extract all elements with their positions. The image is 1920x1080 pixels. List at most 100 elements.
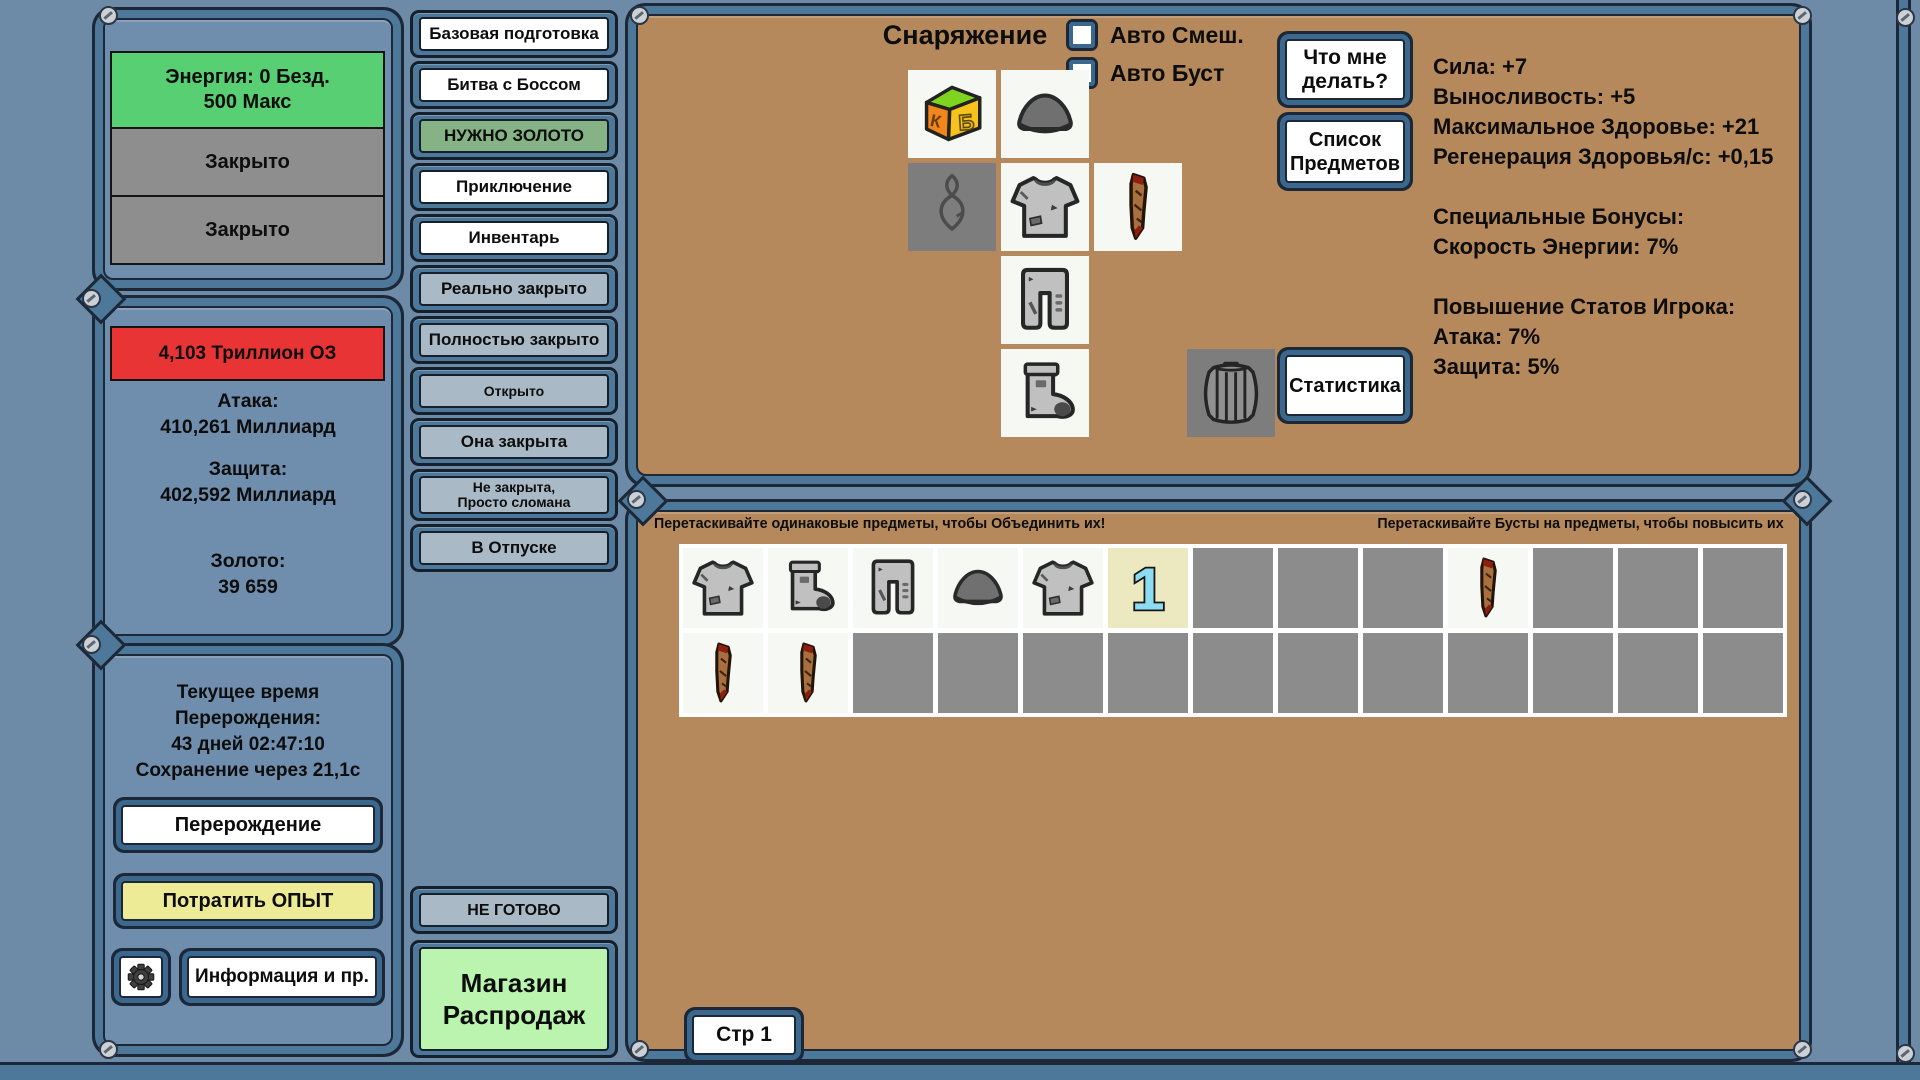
menu-item-7[interactable]: Открыто — [419, 374, 609, 408]
equipment-slot-stick[interactable] — [1094, 163, 1182, 251]
rebirth-time-text: Текущее время Перерождения: 43 дней 02:4… — [105, 680, 391, 784]
tshirt-icon — [690, 555, 756, 621]
equipment-stat-line: Максимальное Здоровье: +21 — [1433, 114, 1760, 139]
what-to-do-button[interactable]: Что мне делать? — [1285, 39, 1405, 100]
inventory-slot-empty[interactable] — [1618, 548, 1698, 628]
equipment-slot-amulet-outline[interactable] — [908, 163, 996, 251]
shop-button[interactable]: Магазин Распродаж — [419, 947, 609, 1051]
inventory-slot-tshirt[interactable] — [683, 548, 763, 628]
menu-item-1[interactable]: Битва с Боссом — [419, 68, 609, 102]
equipment-stat-line — [1433, 172, 1798, 202]
frame-rail-right — [1896, 0, 1911, 1080]
inventory-slot-empty[interactable] — [1023, 633, 1103, 713]
player-stats-panel: 4,103 Триллион ОЗ Атака: 410,261 Миллиар… — [105, 308, 391, 634]
energy-panel: Энергия: 0 Безд. 500 Макс Закрыто Закрыт… — [105, 20, 391, 278]
menu-item-4[interactable]: Инвентарь — [419, 221, 609, 255]
inventory-slot-hat[interactable] — [938, 548, 1018, 628]
spend-xp-button[interactable]: Потратить ОПЫТ — [121, 881, 375, 921]
menu-item-cell: Приключение — [410, 163, 618, 211]
settings-button[interactable] — [119, 956, 163, 998]
menu-item-cell: Не закрыта,Просто сломана — [410, 469, 618, 521]
page-button[interactable]: Стр 1 — [692, 1015, 796, 1055]
screw-icon — [627, 490, 646, 509]
inventory-slot-empty[interactable] — [1278, 633, 1358, 713]
menu-item-10[interactable]: В Отпуске — [419, 531, 609, 565]
item-list-button[interactable]: Список Предметов — [1285, 120, 1405, 183]
screw-icon — [82, 635, 101, 654]
hat-icon — [1008, 77, 1082, 151]
inventory-slot-empty[interactable] — [1533, 633, 1613, 713]
screw-icon — [1793, 1040, 1812, 1059]
stick-icon — [775, 640, 841, 706]
equipment-slot-hat[interactable] — [1001, 70, 1089, 158]
screw-icon — [630, 1040, 649, 1059]
screw-icon — [1896, 8, 1915, 27]
not-ready-button[interactable]: НЕ ГОТОВО — [419, 893, 609, 927]
time-line-4: Сохранение через 21,1с — [135, 760, 361, 781]
inventory-slot-empty[interactable] — [1108, 633, 1188, 713]
screw-icon — [1793, 6, 1812, 25]
menu-item-8[interactable]: Она закрыта — [419, 425, 609, 459]
player-stats-text: Атака: 410,261 Миллиард Защита: 402,592 … — [105, 388, 391, 600]
inventory-slot-boost-1[interactable] — [1108, 548, 1188, 628]
menu-item-cell: Битва с Боссом — [410, 61, 618, 109]
inventory-slot-empty[interactable] — [1448, 633, 1528, 713]
what-to-do-line1: Что мне — [1303, 45, 1387, 69]
equipment-stat-line: Защита: 5% — [1433, 354, 1560, 379]
equipment-stat-line: Выносливость: +5 — [1433, 84, 1636, 109]
equipment-slot-pants[interactable] — [1001, 256, 1089, 344]
time-line-3: 43 дней 02:47:10 — [171, 734, 325, 755]
inventory-slot-tshirt[interactable] — [1023, 548, 1103, 628]
stick-icon — [1455, 555, 1521, 621]
inventory-slot-empty[interactable] — [1363, 633, 1443, 713]
locked-bar-1: Закрыто — [110, 127, 385, 197]
inventory-slot-empty[interactable] — [938, 633, 1018, 713]
equipment-slot-tshirt[interactable] — [1001, 163, 1089, 251]
equipment-slot-cube[interactable] — [908, 70, 996, 158]
auto-mix-checkbox[interactable] — [1066, 19, 1098, 51]
menu-item-3[interactable]: Приключение — [419, 170, 609, 204]
menu-item-5[interactable]: Реально закрыто — [419, 272, 609, 306]
frame-rail-bottom — [0, 1062, 1920, 1080]
attack-value: 410,261 Миллиард — [160, 416, 336, 438]
tshirt-icon — [1030, 555, 1096, 621]
inventory-slot-empty[interactable] — [1618, 633, 1698, 713]
inventory-slot-stick[interactable] — [768, 633, 848, 713]
inventory-slot-boot[interactable] — [768, 548, 848, 628]
inventory-slot-empty[interactable] — [1193, 548, 1273, 628]
time-panel: Текущее время Перерождения: 43 дней 02:4… — [105, 656, 391, 1044]
defense-label: Защита: — [208, 458, 288, 480]
inventory-slot-stick[interactable] — [1448, 548, 1528, 628]
inventory-slot-empty[interactable] — [853, 633, 933, 713]
statistics-button[interactable]: Статистика — [1285, 355, 1405, 416]
menu-item-cell: Полностью закрыто — [410, 316, 618, 364]
inventory-slot-empty[interactable] — [1533, 548, 1613, 628]
menu-item-6[interactable]: Полностью закрыто — [419, 323, 609, 357]
stick-icon — [1101, 170, 1175, 244]
inventory-slot-empty[interactable] — [1278, 548, 1358, 628]
inventory-slot-empty[interactable] — [1703, 633, 1783, 713]
boot-icon — [775, 555, 841, 621]
inventory-slot-stick[interactable] — [683, 633, 763, 713]
boost-1-icon — [1115, 555, 1181, 621]
equipment-stat-line: Скорость Энергии: 7% — [1433, 234, 1679, 259]
menu-item-2[interactable]: НУЖНО ЗОЛОТО — [419, 119, 609, 153]
menu-item-0[interactable]: Базовая подготовка — [419, 17, 609, 51]
info-button[interactable]: Информация и пр. — [187, 956, 377, 998]
inventory-slot-pants[interactable] — [853, 548, 933, 628]
inventory-slot-empty[interactable] — [1363, 548, 1443, 628]
boost-hint: Перетаскивайте Бусты на предметы, чтобы … — [1377, 515, 1784, 532]
inventory-slot-empty[interactable] — [1193, 633, 1273, 713]
what-to-do-line2: делать? — [1301, 69, 1389, 93]
equipment-slot-barrel[interactable] — [1187, 349, 1275, 437]
menu-item-cell: НУЖНО ЗОЛОТО — [410, 112, 618, 160]
shop-button-line2: Распродаж — [442, 1000, 586, 1030]
cube-icon — [915, 77, 989, 151]
inventory-slot-empty[interactable] — [1703, 548, 1783, 628]
menu-item-9[interactable]: Не закрыта,Просто сломана — [419, 476, 609, 514]
inventory-panel: Перетаскивайте одинаковые предметы, чтоб… — [638, 512, 1799, 1055]
equipment-slot-boot[interactable] — [1001, 349, 1089, 437]
menu-item-cell: Реально закрыто — [410, 265, 618, 313]
rebirth-button[interactable]: Перерождение — [121, 805, 375, 845]
